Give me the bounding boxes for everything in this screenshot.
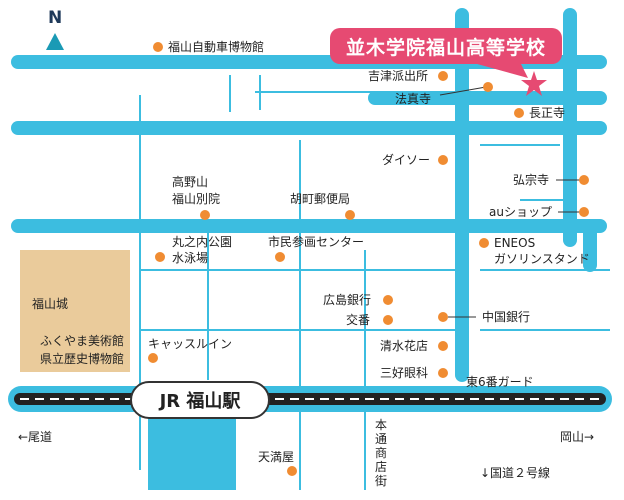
label-eneos-2: ガソリンスタンド [494, 252, 590, 266]
label-fukuyama-betsuin: 福山別院 [172, 192, 221, 206]
landmark-dot [483, 82, 493, 92]
label-auto-museum: 福山自動車博物館 [168, 40, 265, 54]
label-eneos-1: ENEOS [494, 236, 536, 250]
school-title-banner: 並木学院福山高等学校 [330, 28, 562, 64]
direction-okayama: 岡山→ [560, 430, 595, 444]
label-higashi6: 東6番ガード [466, 375, 534, 389]
label-koshuji: 弘宗寺 [513, 173, 550, 187]
landmark-dot [514, 108, 524, 118]
label-marunouchi-pool-2: 水泳場 [172, 251, 209, 265]
label-miyoshi-eye: 三好眼科 [380, 366, 429, 380]
station-plaza [148, 412, 236, 490]
label-chojoji: 長正寺 [529, 106, 566, 120]
landmark-dot [438, 312, 448, 322]
north-arrow-icon [46, 33, 64, 50]
label-takanoyama: 高野山 [172, 175, 209, 189]
landmark-dot [438, 341, 448, 351]
label-chugoku-bank: 中国銀行 [482, 310, 531, 324]
label-history-museum: 県立歴史博物館 [40, 352, 125, 366]
label-shimizu-florist: 清水花店 [380, 339, 429, 353]
landmark-dot [438, 368, 448, 378]
label-hondori-street: 本通商店街 [374, 418, 387, 488]
label-hoshinji: 法真寺 [395, 92, 432, 106]
label-koban: 交番 [346, 313, 371, 327]
landmark-dot [579, 175, 589, 185]
label-castle-inn: キャッスルイン [148, 337, 233, 351]
label-shimin-center: 市民参画センター [268, 235, 365, 249]
label-marunouchi-pool-1: 丸之内公園 [172, 235, 233, 249]
landmark-dot [579, 207, 589, 217]
direction-onomichi: ←尾道 [18, 430, 53, 444]
landmark-dot [479, 238, 489, 248]
banner-pointer [470, 62, 528, 78]
label-daiso: ダイソー [382, 153, 431, 167]
landmark-dot [345, 210, 355, 220]
landmark-dot [438, 155, 448, 165]
landmark-dot [148, 353, 158, 363]
landmark-dot [383, 295, 393, 305]
label-au-shop: auショップ [489, 205, 552, 219]
station-label: JR 福山駅 [130, 381, 270, 419]
landmark-dot [153, 42, 163, 52]
leader-line [439, 86, 487, 96]
label-ebisumachi-post: 胡町郵便局 [290, 192, 351, 206]
landmark-dot [438, 71, 448, 81]
school-star-icon [521, 71, 547, 96]
label-hiroshima-bank: 広島銀行 [323, 293, 372, 307]
landmark-dot [287, 466, 297, 476]
castle-label: 福山城 [32, 297, 69, 311]
north-label: N [48, 8, 63, 28]
label-kitsu-koban: 吉津派出所 [368, 69, 429, 83]
landmark-dot [383, 315, 393, 325]
landmark-dot [155, 252, 165, 262]
label-fukuyama-art: ふくやま美術館 [40, 334, 125, 348]
landmark-dot [275, 252, 285, 262]
castle-area [20, 250, 130, 372]
direction-route2: ↓国道２号線 [480, 466, 551, 480]
landmark-dot [200, 210, 210, 220]
label-tenmaya: 天満屋 [258, 450, 295, 464]
